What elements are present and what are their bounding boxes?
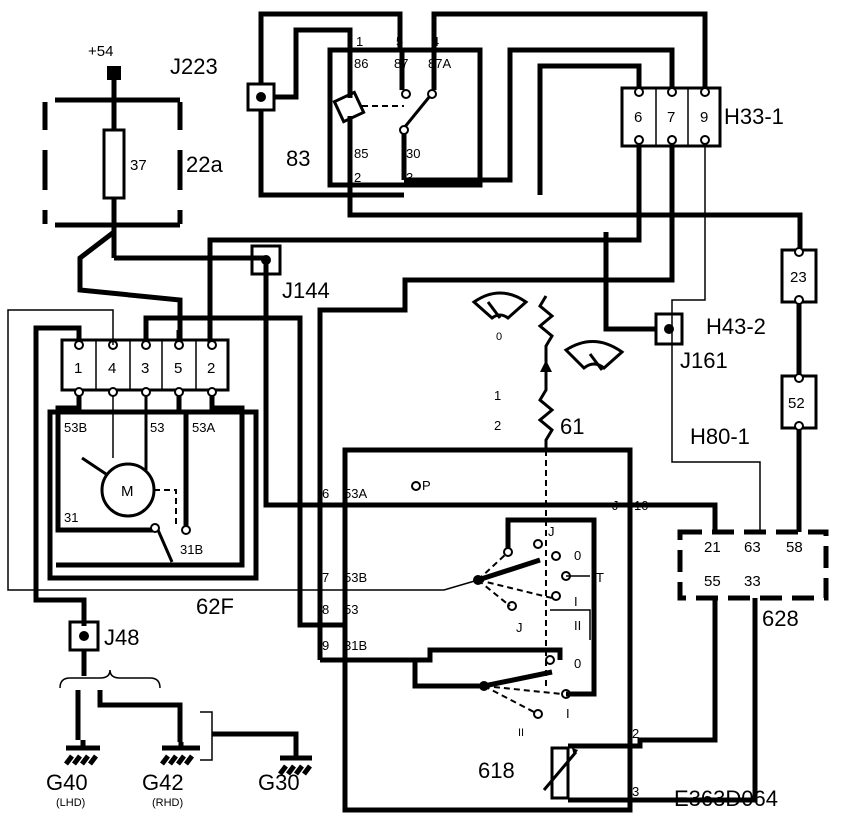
module-id: 628 (762, 606, 799, 631)
relay-pin-85-num: 2 (354, 170, 361, 185)
wiper-gauge-b (563, 340, 625, 371)
h33-pin-6: 6 (634, 109, 642, 126)
pulse-spring (537, 295, 555, 450)
g42-label: G42 (142, 770, 184, 795)
j161-label: J161 (680, 348, 728, 373)
motor-label-53: 53 (150, 420, 164, 435)
pos-0-1: 0 (574, 548, 581, 563)
relay-term-85: 85 (354, 146, 368, 161)
motor-housing (47, 409, 259, 581)
switch-term-53b: 53B (344, 570, 367, 585)
motor-pin-1: 1 (74, 360, 82, 377)
module-pin-58: 58 (786, 539, 803, 556)
ground-g40 (64, 740, 100, 766)
resistor-618 (550, 746, 570, 800)
resistor-wire-2: 2 (632, 726, 639, 741)
switch-term-7: 7 (322, 570, 329, 585)
resistor-wire-3: 3 (632, 784, 639, 799)
j144-label: J144 (282, 278, 330, 303)
relay-83 (327, 47, 483, 188)
pos-i-1: I (574, 594, 578, 609)
j223-label: J223 (170, 54, 218, 79)
gauge-zero: 0 (496, 331, 502, 343)
switch-term-31b: 31B (344, 638, 367, 653)
relay-pin-86-num: 1 (356, 34, 363, 49)
switch-term-8: 8 (322, 602, 329, 617)
h80-label: H80-1 (690, 424, 750, 449)
motor-pin-4: 4 (108, 360, 116, 377)
resistor-id: 618 (478, 758, 515, 783)
switch-j-wire: 10 (634, 498, 648, 513)
relay-term-30: 30 (406, 146, 420, 161)
g30-label: G30 (258, 770, 300, 795)
motor-pin-5: 5 (174, 360, 182, 377)
module-pin-21: 21 (704, 539, 721, 556)
h33-pin-9: 9 (700, 109, 708, 126)
fuse-box-label: 22a (186, 152, 223, 177)
diagram-ref: E363D064 (674, 786, 778, 811)
h33-pin-7: 7 (667, 109, 675, 126)
pos-ii-2: II (518, 727, 524, 739)
motor-id: 62F (196, 594, 234, 619)
switch-j-top: J (612, 498, 619, 513)
fuse-box-22a (42, 97, 183, 228)
pos-j-1: J (548, 524, 555, 539)
module-pin-33: 33 (744, 573, 761, 590)
pos-j-2: J (516, 620, 523, 635)
h43-label: H43-2 (706, 314, 766, 339)
module-pin-55: 55 (704, 573, 721, 590)
module-pin-63: 63 (744, 539, 761, 556)
supply-terminal (107, 66, 121, 80)
pos-0-2: 0 (574, 656, 581, 671)
ground-g42 (160, 742, 200, 766)
relay-term-86: 86 (354, 56, 368, 71)
g40-label: G40 (46, 770, 88, 795)
switch-61 (342, 447, 633, 813)
motor-label-53a: 53A (192, 420, 215, 435)
module-628 (677, 529, 829, 601)
switch-term-53: 53 (344, 602, 358, 617)
motor-pin-3: 3 (141, 360, 149, 377)
motor-pin-2: 2 (207, 360, 215, 377)
h33-label: H33-1 (724, 104, 784, 129)
switch-p: P (422, 478, 431, 493)
switch-id: 61 (560, 414, 584, 439)
g42-note: (RHD) (152, 797, 183, 809)
g40-note: (LHD) (56, 797, 85, 809)
switch-wire-1: 1 (494, 388, 501, 403)
motor-label-53b: 53B (64, 420, 87, 435)
j48-label: J48 (104, 625, 139, 650)
pos-ii-1: II (574, 618, 581, 633)
relay-id: 83 (286, 146, 310, 171)
pos-i-2: I (566, 706, 570, 721)
switch-term-9: 9 (322, 638, 329, 653)
pos-t: T (596, 570, 604, 585)
supply-label: +54 (88, 43, 113, 60)
wiper-gauge-a (471, 291, 529, 320)
relay-coil (332, 90, 366, 124)
ground-g30 (278, 755, 312, 776)
motor-m: M (121, 483, 134, 500)
switch-term-53a: 53A (344, 486, 367, 501)
h80-pin: 52 (788, 395, 805, 412)
motor-label-31b: 31B (180, 542, 203, 557)
switch-term-6: 6 (322, 486, 329, 501)
motor-label-31: 31 (64, 510, 78, 525)
fuse-37 (102, 128, 126, 200)
h43-pin: 23 (790, 269, 807, 286)
switch-wire-2: 2 (494, 418, 501, 433)
fuse-number: 37 (130, 157, 147, 174)
